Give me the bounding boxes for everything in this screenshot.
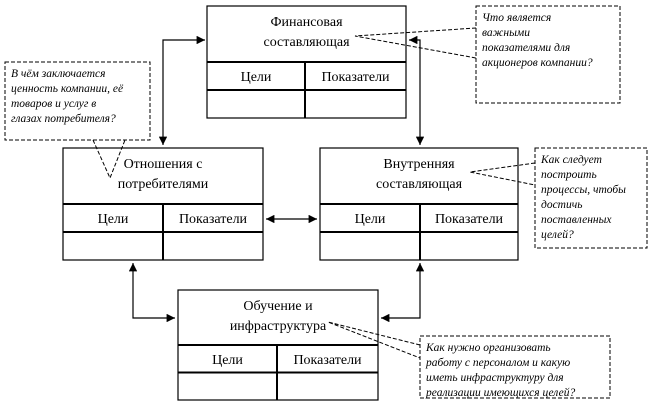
goals-header: Цели	[355, 212, 386, 227]
callout-text-line: целей?	[541, 228, 574, 241]
callout-internal: Как следует построить процессы, чтобы дости…	[534, 147, 648, 249]
callout-text-line: товаров и услуг в	[11, 98, 96, 110]
callout-text-line: ценность компании, её	[11, 83, 124, 95]
indicators-header: Показатели	[321, 70, 390, 85]
goals-header: Цели	[212, 353, 243, 368]
callout-text-line: В чём заключается	[11, 68, 105, 80]
indicators-header: Показатели	[293, 353, 362, 368]
callout-text-line: построить	[541, 169, 597, 181]
callout-text-line: важными	[482, 27, 530, 39]
goals-header: Цели	[241, 70, 272, 85]
callout-text-line: Как следует	[540, 154, 602, 166]
box-title-line: инфраструктура	[230, 319, 327, 334]
box-title-line: Обучение и	[243, 299, 313, 314]
callout-customer: В чём заключается ценность компании, её то…	[4, 61, 151, 141]
callout-text-line: реализации имеющихся целей?	[425, 386, 575, 399]
callout-text-line: Как нужно организовать	[425, 342, 551, 354]
callout-text-line: работу с персоналом и какую	[425, 357, 570, 369]
arrow-internal-learning	[381, 263, 425, 323]
callout-text-line: глазах потребителя?	[11, 113, 116, 125]
box-title-line: составляющая	[263, 35, 350, 50]
callout-text-line: поставленных	[541, 214, 612, 226]
callout-text-line: достичь	[541, 199, 582, 211]
box-title-line: Отношения с	[124, 157, 203, 172]
box-title-line: Внутренняя	[383, 157, 455, 172]
indicators-header: Показатели	[435, 212, 504, 227]
arrow-customer-financial	[158, 35, 205, 145]
indicators-header: Показатели	[179, 212, 248, 227]
box-title-line: составляющая	[376, 177, 463, 192]
arrow-customer-learning	[128, 263, 175, 323]
callout-learning: Как нужно организовать работу с персонало…	[419, 335, 611, 399]
callout-text-line: показателями для	[482, 42, 570, 54]
callout-pointers	[92, 27, 536, 359]
callout-financial: Что является важными показателями для акцио…	[475, 5, 621, 104]
callout-text-line: акционеров компании?	[482, 57, 593, 69]
callout-text-line: процессы, чтобы	[541, 184, 626, 196]
arrow-financial-internal	[409, 35, 425, 145]
box-title-line: Финансовая	[270, 15, 343, 30]
connector-arrows	[128, 35, 425, 323]
goals-header: Цели	[98, 212, 129, 227]
box-title-line: потребителями	[118, 177, 209, 192]
callout-text-line: иметь инфраструктуру для	[426, 372, 564, 384]
callout-text-line: Что является	[482, 12, 551, 24]
